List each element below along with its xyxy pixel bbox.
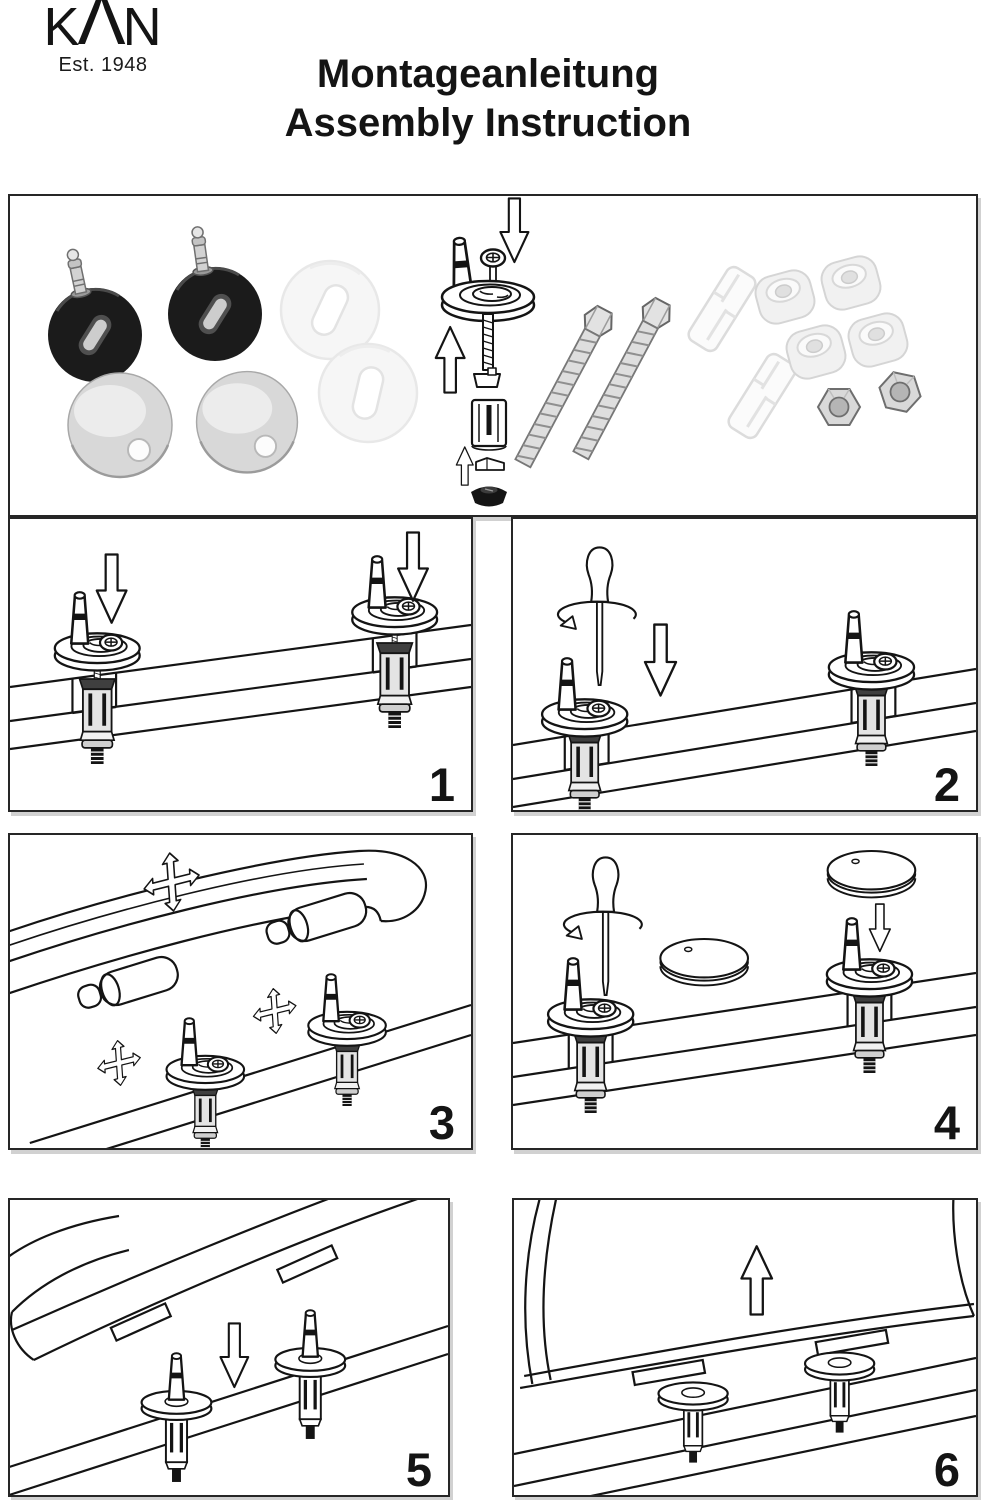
step-number: 1 [428,758,455,811]
brand-wordmark: K Λ N [28,0,178,60]
cover-cap [659,937,750,987]
exploded-fixing-diagram [434,197,536,507]
toilet-seat [519,1200,975,1390]
down-arrow-icon [219,1322,250,1389]
seat-pin-fixing [275,1310,345,1440]
step-4-illustration [513,849,976,1114]
down-arrow-icon [643,623,678,697]
step-6-illustration [514,1200,976,1495]
steps-row-1: 1 [8,517,978,812]
logo-letter: N [122,0,163,57]
step-number: 6 [933,1443,960,1496]
metal-hex-nut [817,388,861,426]
black-hinge-disc [166,224,264,363]
seat-pin-fixing [142,1353,212,1483]
step-number: 5 [405,1443,432,1496]
black-hinge-disc [46,246,144,384]
metal-hex-nut [874,369,926,415]
steps-row-2: 3 [8,833,978,1150]
header: K Λ N Est. 1948 Montageanleitung Assembl… [0,0,986,194]
step-panel-4: 4 [511,833,978,1150]
hinge-fixing [827,918,912,1074]
seat-pin-fixing [803,1351,876,1434]
toilet-pan-edge [29,1003,471,1148]
down-arrow-icon [868,903,891,953]
toilet-pan-edge [514,1356,976,1495]
step-panel-5: 5 [8,1198,450,1497]
step-number: 4 [933,1096,960,1149]
chrome-cover-disc [66,371,174,479]
up-arrow-icon [434,325,466,394]
parts-overview-illustration [46,197,926,507]
white-dome-nut [750,265,820,329]
down-arrow-icon [397,531,429,602]
toilet-seat [10,849,428,1009]
toilet-seat [10,1200,418,1361]
white-dome-nut [816,251,886,315]
white-expansion-sleeve [724,349,800,443]
parts-overview-panel [8,194,978,517]
bolt [566,293,677,464]
bolt [508,301,619,472]
cover-cap [826,849,917,899]
hinge-fixing [55,592,140,765]
step-number: 2 [933,758,960,811]
down-arrow-icon [95,553,128,624]
step-5-illustration [10,1200,448,1495]
step-panel-2: 2 [511,517,978,812]
hinge-fixing [308,974,386,1107]
chrome-cover-disc [195,370,299,474]
title-line-en: Assembly Instruction [284,101,692,145]
white-dome-nut [843,308,913,372]
title-line-de: Montageanleitung [316,52,660,96]
hinge-fixing [167,1018,245,1148]
move-arrows-icon [141,845,202,919]
white-expansion-sleeve [684,262,760,356]
up-arrow-icon [740,1245,774,1316]
step-panel-1: 1 [8,517,473,812]
step-3-illustration [10,845,471,1148]
hinge-fixing [542,658,627,810]
steps-row-3: 5 [8,1198,978,1497]
brand-logo: K Λ N Est. 1948 [28,0,178,77]
logo-letter: K [43,0,81,57]
move-arrows-icon [251,982,299,1040]
toilet-pan-edge [10,1324,448,1495]
page-title: Montageanleitung Assembly Instruction [0,50,976,148]
step-1-illustration [10,531,471,765]
brand-established: Est. 1948 [58,54,148,76]
up-arrow-icon [455,446,474,486]
move-arrows-icon [95,1034,143,1092]
logo-letter: Λ [77,0,126,60]
step-panel-3: 3 [8,833,473,1150]
down-arrow-icon [499,197,530,264]
step-panel-6: 6 [512,1198,978,1497]
step-2-illustration [513,546,976,810]
step-number: 3 [428,1096,455,1149]
